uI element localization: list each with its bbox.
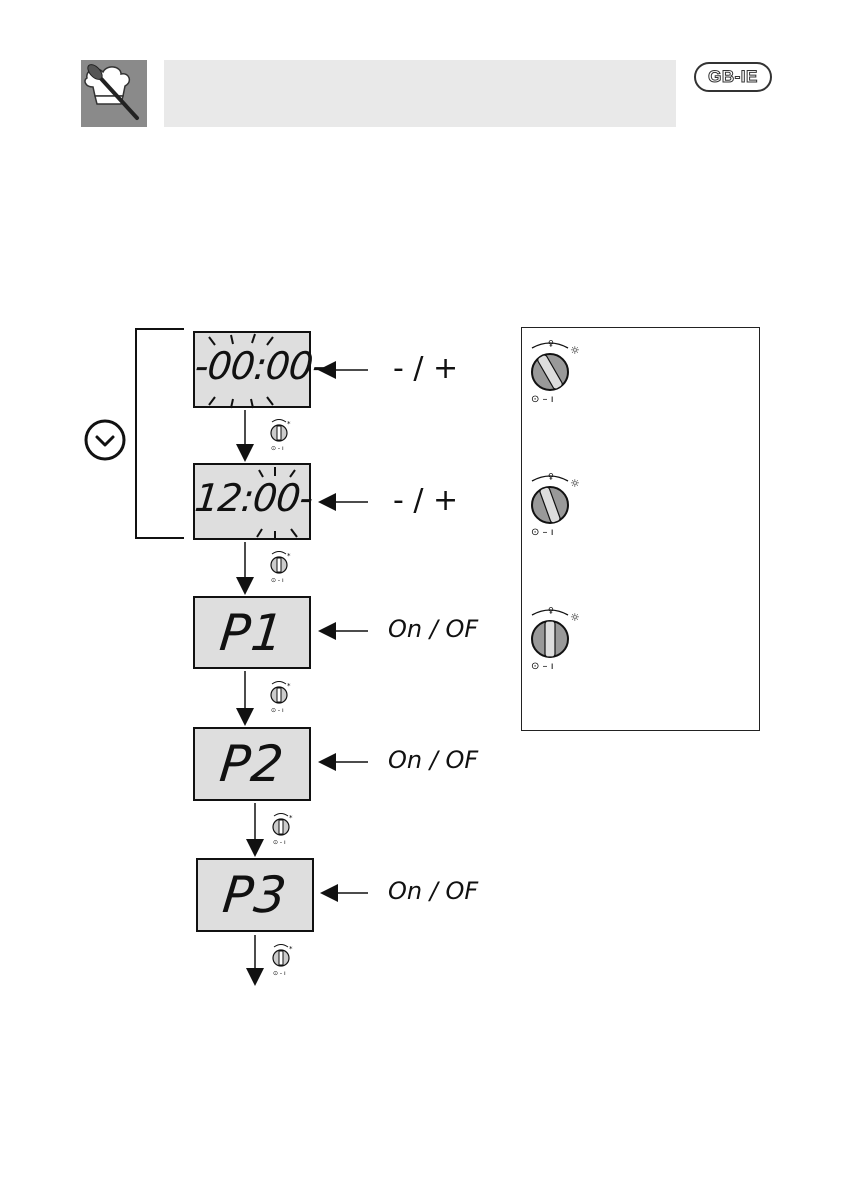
knob-icon: * ⊙ - ı <box>268 941 298 977</box>
svg-text:*: * <box>289 945 293 953</box>
knob-icon: * ⊙ - ı <box>268 810 298 846</box>
svg-text:☼: ☼ <box>570 611 580 624</box>
svg-text:⊙ – ı: ⊙ – ı <box>531 394 554 405</box>
svg-text:⊙ – ı: ⊙ – ı <box>531 661 554 672</box>
svg-text:☼: ☼ <box>570 344 580 357</box>
svg-text:☼: ☼ <box>570 477 580 490</box>
svg-text:⊙ - ı: ⊙ - ı <box>271 445 284 452</box>
svg-text:⊙ - ı: ⊙ - ı <box>271 707 284 714</box>
toggle-label: On / OF <box>388 877 478 905</box>
svg-text:♀: ♀ <box>548 472 554 481</box>
svg-text:*: * <box>289 814 293 822</box>
svg-text:*: * <box>287 552 291 560</box>
knob-icon: ♀ ☼ ⊙ – ı <box>526 471 586 537</box>
svg-text:*: * <box>287 420 291 428</box>
svg-text:♀: ♀ <box>548 606 554 615</box>
knob-icon: * ⊙ - ı <box>266 416 296 452</box>
toggle-label: On / OF <box>388 615 478 643</box>
svg-text:⊙ - ı: ⊙ - ı <box>271 577 284 584</box>
svg-text:*: * <box>287 682 291 690</box>
knob-icon: ♀ ☼ ⊙ – ı <box>526 605 586 671</box>
svg-text:♀: ♀ <box>548 339 554 348</box>
toggle-label: On / OF <box>388 746 478 774</box>
knob-icon: * ⊙ - ı <box>266 678 296 714</box>
svg-text:⊙ – ı: ⊙ – ı <box>531 527 554 538</box>
adjust-label: - / + <box>393 483 458 518</box>
svg-text:⊙ - ı: ⊙ - ı <box>273 839 286 846</box>
knob-legend: ♀ ☼ ⊙ – ı ♀ ☼ ⊙ – ı ♀ ☼ ⊙ – ı <box>521 327 760 731</box>
knob-icon: ♀ ☼ ⊙ – ı <box>526 338 586 404</box>
adjust-label: - / + <box>393 351 458 386</box>
svg-text:⊙ - ı: ⊙ - ı <box>273 970 286 977</box>
knob-icon: * ⊙ - ı <box>266 548 296 584</box>
